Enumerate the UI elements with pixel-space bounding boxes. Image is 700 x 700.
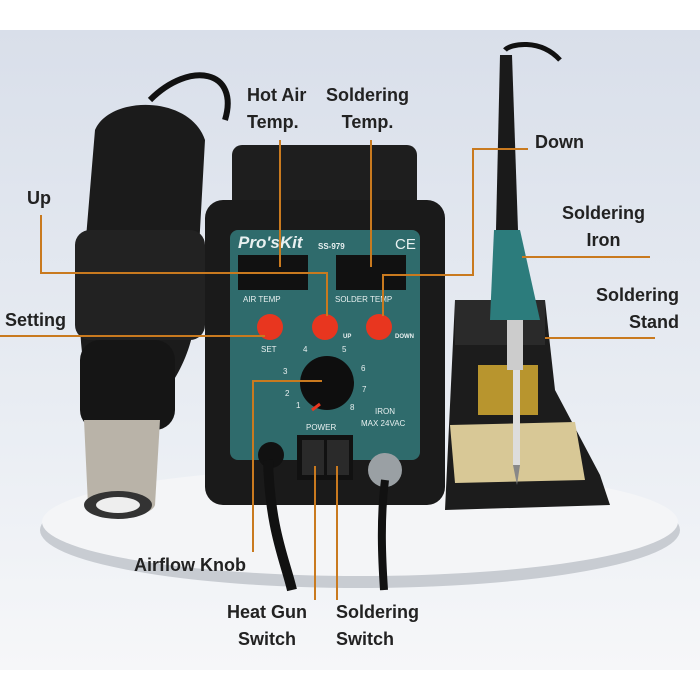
leader-hot-air — [279, 140, 281, 267]
label-down: Down — [535, 132, 584, 152]
iron-max-text: MAX 24VAC — [361, 419, 406, 428]
dial-1: 1 — [296, 401, 301, 410]
label-line: Temp. — [341, 112, 394, 132]
leader-setting — [0, 335, 265, 337]
label-hot-air-temp: Hot Air Temp. — [247, 82, 306, 136]
ce-mark: CE — [395, 236, 416, 253]
label-airflow-knob: Airflow Knob — [134, 555, 246, 575]
soldering-stand — [445, 300, 610, 510]
leader-up-h — [40, 272, 327, 274]
leader-airflow-knob-v — [252, 380, 254, 552]
model-text: SS-979 — [318, 242, 345, 251]
dial-7: 7 — [362, 385, 367, 394]
label-line: Switch — [238, 629, 297, 649]
dial-2: 2 — [285, 389, 290, 398]
down-button — [366, 314, 392, 340]
heat-gun — [75, 104, 205, 519]
label-line: Switch — [336, 629, 395, 649]
label-line: Soldering — [336, 602, 420, 622]
soldering-iron — [490, 41, 562, 485]
leader-down — [472, 148, 528, 150]
label-soldering-stand: Soldering Stand — [596, 282, 679, 336]
down-text: DOWN — [395, 334, 414, 340]
dial-8: 8 — [350, 403, 355, 412]
iron-text: IRON — [375, 407, 395, 416]
leader-heat-gun-switch — [314, 466, 316, 600]
dial-4: 4 — [303, 345, 308, 354]
solder-temp-text: SOLDER TEMP — [335, 295, 392, 304]
leader-soldering-temp — [370, 140, 372, 267]
brand-logo: Pro'sKit — [238, 233, 304, 252]
heat-gun-cable — [147, 72, 231, 121]
up-button — [312, 314, 338, 340]
dial-6: 6 — [361, 364, 366, 373]
leader-down-h2 — [382, 274, 474, 276]
label-soldering-iron: Soldering Iron — [562, 200, 645, 254]
dial-scale: 1 2 3 4 5 6 7 8 — [283, 345, 367, 412]
label-line: Soldering — [596, 285, 680, 305]
leader-up — [40, 215, 42, 273]
dial-5: 5 — [342, 345, 347, 354]
label-line: Iron — [586, 230, 621, 250]
label-setting: Setting — [5, 310, 66, 330]
label-line: Hot Air — [247, 85, 307, 105]
label-line: Heat Gun — [227, 602, 308, 622]
airflow-knob — [300, 356, 354, 410]
leader-down-v2 — [382, 274, 384, 316]
label-up: Up — [27, 188, 51, 208]
label-line: Soldering — [326, 85, 410, 105]
leader-soldering-stand — [545, 337, 655, 339]
iron-socket — [368, 453, 402, 487]
label-line: Temp. — [247, 112, 299, 132]
leader-airflow-knob — [252, 380, 322, 382]
label-soldering-switch: Soldering Switch — [336, 599, 419, 653]
label-line: Soldering — [562, 203, 646, 223]
dial-3: 3 — [283, 367, 288, 376]
leader-down-v — [472, 148, 474, 275]
power-text: POWER — [306, 423, 336, 432]
up-text: UP — [343, 334, 351, 340]
label-soldering-temp: Soldering Temp. — [326, 82, 409, 136]
leader-soldering-iron — [522, 256, 650, 258]
set-text: SET — [261, 345, 277, 354]
air-temp-text: AIR TEMP — [243, 295, 281, 304]
leader-up-v2 — [326, 272, 328, 316]
label-heat-gun-switch: Heat Gun Switch — [227, 599, 307, 653]
set-button — [257, 314, 283, 340]
leader-soldering-switch — [336, 466, 338, 600]
label-line: Stand — [629, 312, 680, 332]
